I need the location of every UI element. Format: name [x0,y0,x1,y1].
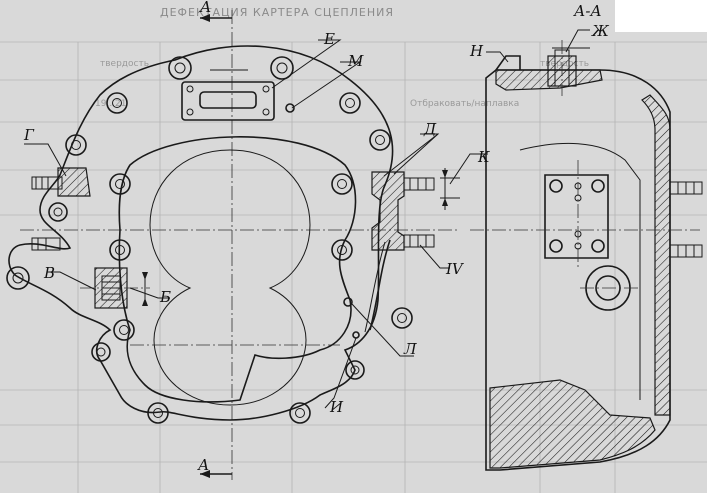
front-view [6,10,488,480]
bolt-hole [391,307,413,329]
bolt-hole [147,402,169,424]
section-label-top: А [199,0,211,16]
label-l: Л [403,340,417,358]
bolt-hole [168,56,192,80]
right-boss-section [371,171,435,251]
section-wall-right [641,94,671,416]
bolt-hole [289,402,311,424]
section-bearing-boss [580,265,640,311]
dimension-k [440,168,460,210]
bolt-hole [339,92,361,114]
bolt-hole [91,342,111,362]
bolt-hole [345,360,365,380]
bolt-hole [6,266,30,290]
bolt-holes [6,56,413,424]
top-mounting-pad [181,69,295,121]
bolt-hole [369,129,391,151]
labels: А А А-А Е М Г Д К В Б IV Л И Н Ж [23,0,610,474]
bg-header: ДЕФЕКТАЦИЯ КАРТЕРА СЦЕПЛЕНИЯ [160,6,394,19]
label-d: Д [423,120,437,138]
bolt-hole [109,239,131,261]
bolt-hole [109,173,131,195]
label-m: М [347,52,364,70]
bg-col-left: твердость [100,59,149,69]
leader-lines [24,39,488,409]
bolt-hole [65,134,87,156]
bolt-hole [270,56,294,80]
bolt-hole [48,202,68,222]
dimension-b [142,272,148,306]
label-g: Г [23,126,35,144]
label-iv: IV [445,260,465,278]
label-n: Н [469,42,484,60]
label-e: Е [323,30,335,48]
bolt-hole [113,319,135,341]
bg-row1: 19...21 [95,99,127,109]
label-zh: Ж [591,22,610,40]
blank-corner [615,0,707,32]
bolt-hole [331,239,353,261]
section-wall-bottom [489,379,656,469]
clutch-cavity [149,149,311,406]
bolt-hole [106,92,128,114]
section-label-bottom: А [197,456,209,474]
bolt-hole [331,173,353,195]
label-i: И [329,398,344,416]
label-b: Б [159,288,171,306]
stud-boss-left-lower [31,237,61,251]
label-v: В [43,264,55,282]
bg-row1b: Отбраковать/наплавка [410,99,519,109]
label-k: К [477,148,490,166]
section-view-aa [470,29,703,471]
section-view-title: А-А [573,2,602,20]
